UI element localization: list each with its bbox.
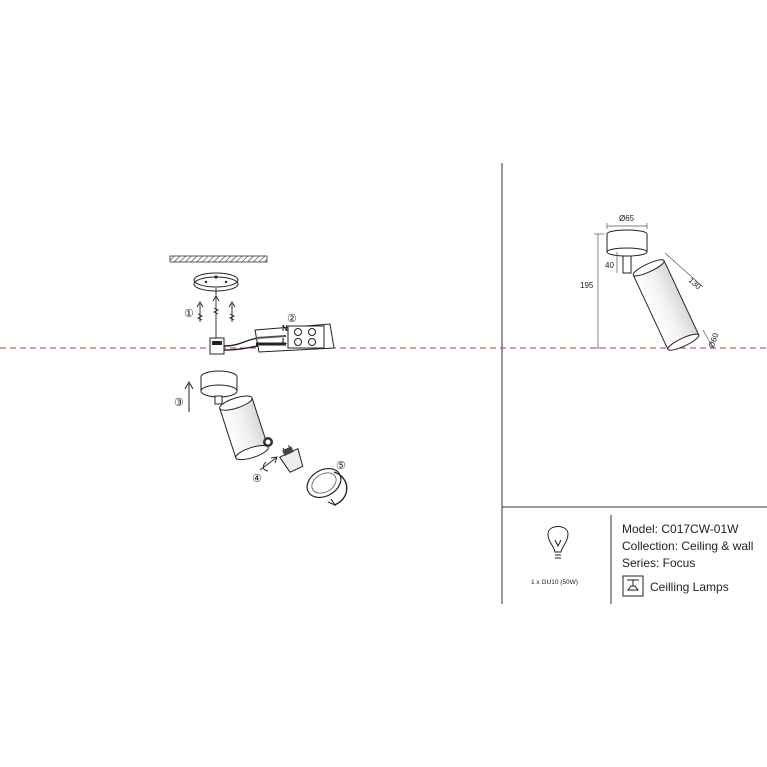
dim-diameter-top: Ø65 — [619, 214, 635, 223]
collection-text: Collection: Ceiling & wall — [622, 539, 754, 553]
ceiling-lamp-icon — [622, 575, 644, 597]
step-1-label: ① — [184, 308, 194, 320]
dim-height-total: 195 — [580, 281, 594, 290]
terminal-block — [254, 323, 335, 353]
dim-base-height: 40 — [605, 261, 614, 270]
model-text: Model: C017CW-01W — [622, 522, 739, 536]
terminal-l-label: L — [282, 337, 287, 346]
mounting-plate — [193, 272, 239, 292]
front-ring — [306, 467, 348, 507]
dimension-drawing — [594, 223, 713, 351]
category-text: Ceilling Lamps — [650, 580, 729, 594]
step-5-label: ⑤ — [336, 460, 346, 472]
ceiling-hatch — [169, 255, 268, 263]
bulb-icon — [547, 526, 569, 559]
terminal-n-label: N — [282, 324, 288, 333]
lamp-cylinder — [219, 395, 269, 461]
series-text: Series: Focus — [622, 556, 696, 570]
connector-block — [209, 337, 259, 355]
step-3-label: ③ — [174, 397, 184, 409]
bulb-arrow — [259, 456, 278, 472]
lift-arrow — [184, 380, 194, 412]
gu10-bulb — [278, 445, 304, 473]
step-2-label: ② — [287, 313, 297, 325]
lamp-canopy — [200, 370, 238, 405]
step-4-label: ④ — [252, 473, 262, 485]
bulb-spec: 1 x GU10 (50W) — [531, 579, 578, 586]
